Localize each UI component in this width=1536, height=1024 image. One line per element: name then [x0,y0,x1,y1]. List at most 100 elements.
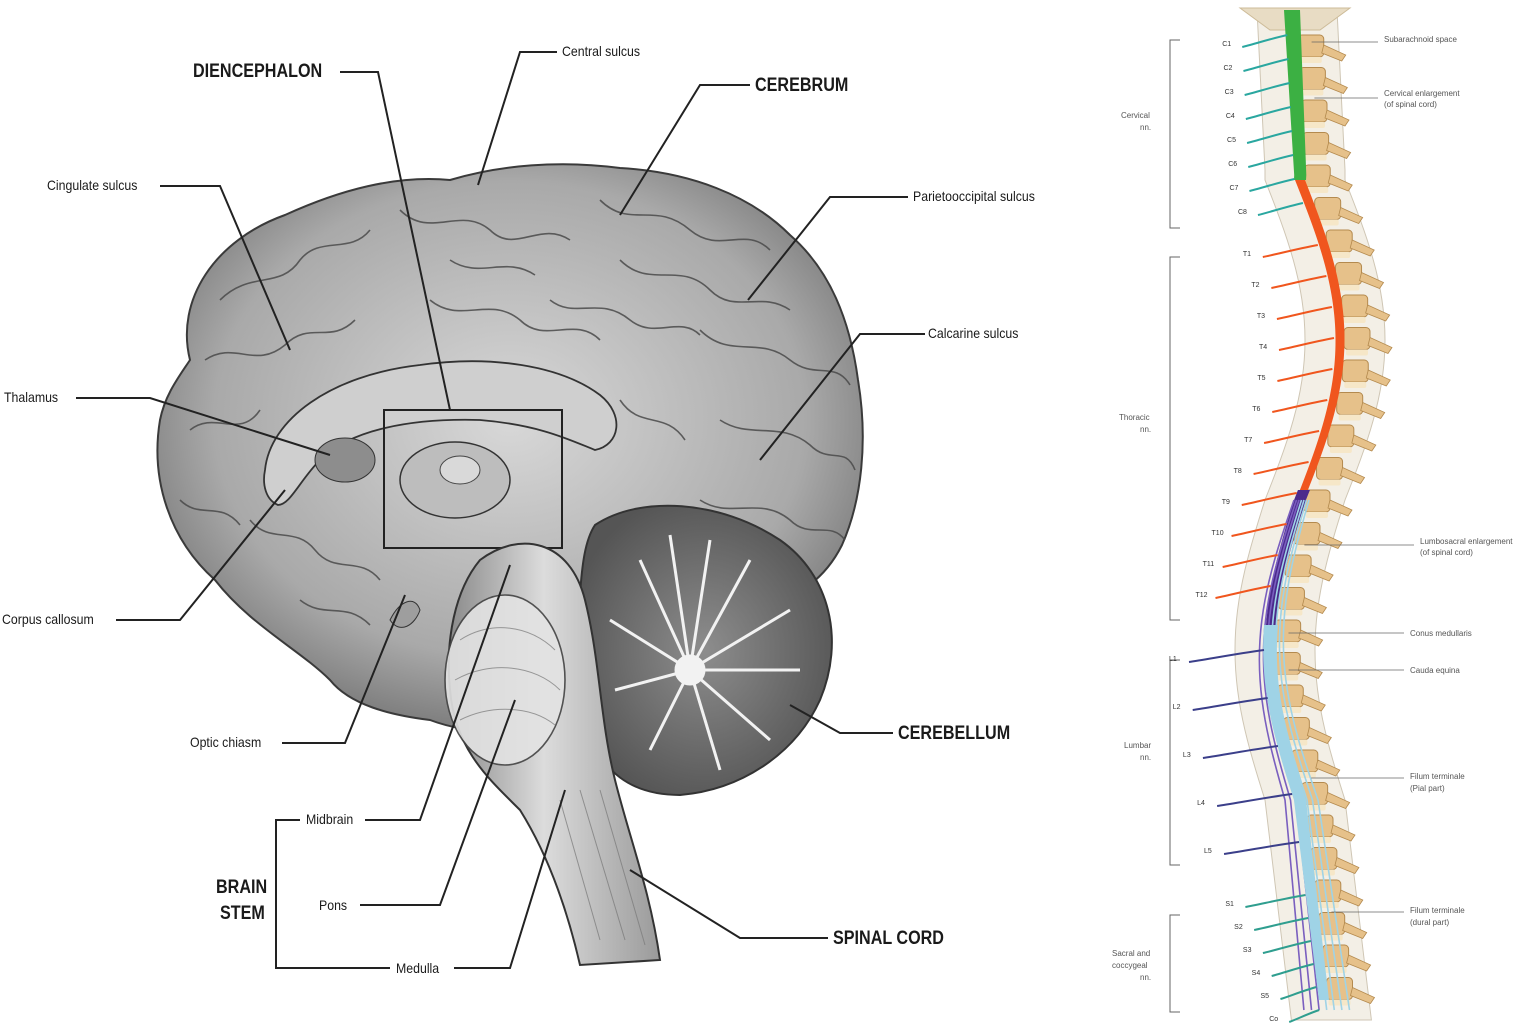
bracket-thoracic [1169,256,1180,621]
label-cingulate-sulcus: Cingulate sulcus [47,177,138,193]
spinous-process-18 [1301,596,1328,614]
disc-3 [1303,122,1325,128]
nerve-T9 [1241,492,1297,506]
vertebra-13 [1327,424,1355,448]
nerve-label-s5: S5 [1260,993,1269,1000]
spinous-process-13 [1351,434,1377,452]
nerve-S3 [1262,940,1312,954]
cauda-equina-strand-1 [1258,499,1305,1011]
spinous-process-9 [1365,304,1391,322]
label-medulla: Medulla [396,960,440,976]
nerve-label-t8: T8 [1233,468,1242,475]
vertebra-2 [1298,67,1326,90]
label-filum-dural-line2: (dural part) [1410,918,1450,927]
group-sacral-line2: coccygeal [1112,961,1148,970]
nerve-L3 [1202,745,1279,759]
label-filum-pial-line2: (Pial part) [1410,784,1445,793]
disc-30 [1328,999,1351,1006]
disc-5 [1306,187,1329,193]
disc-4 [1304,154,1327,161]
leader-lines [76,51,925,969]
spinous-process-15 [1327,499,1353,517]
disc-22 [1285,739,1308,746]
cauda-equina-strand-7 [1282,499,1351,1011]
disc-13 [1329,447,1352,453]
nerve-label-c3: C3 [1224,89,1234,96]
label-spinal-cord: SPINAL CORD [833,928,944,949]
gyri-pattern [179,199,856,626]
nerve-label-t4: T4 [1258,344,1268,351]
label-diencephalon: DIENCEPHALON [193,61,323,82]
cauda-equina-strand-5 [1274,499,1336,1011]
disc-6 [1316,219,1339,226]
vertebra-8 [1335,262,1363,285]
nerve-S4 [1271,963,1314,977]
vertebra-4 [1302,132,1330,155]
label-lumbosacral-enlargement-line2: (of spinal cord) [1420,548,1473,557]
spinous-process-12 [1360,401,1386,419]
nerve-C8 [1257,202,1304,216]
nerve-label-t1: T1 [1242,251,1251,258]
nerve-label-s4: S4 [1251,970,1261,977]
vertebra-14 [1316,457,1344,480]
disc-7 [1328,252,1351,258]
nerve-C5 [1246,130,1293,144]
nerve-label-t3: T3 [1256,313,1266,320]
nerve-label-c2: C2 [1223,65,1233,72]
bracket-cervical [1169,39,1180,229]
arbor-vitae [609,534,800,771]
spinous-process-2 [1322,76,1348,94]
group-thoracic-line1: Thoracic [1119,413,1150,422]
nerve-label-l3: L3 [1182,752,1191,759]
label-optic-chiasm: Optic chiasm [190,734,262,750]
spinous-process-11 [1365,369,1391,387]
group-sacral-line1: Sacral and [1112,949,1151,958]
disc-16 [1295,544,1318,551]
spinous-process-14 [1340,466,1366,484]
label-cervical-enlargement-line2: (of spinal cord) [1384,100,1437,109]
bracket-lumbar [1169,659,1180,866]
spinous-process-21 [1300,694,1326,712]
spinous-process-6 [1338,206,1364,224]
nerve-T4 [1278,337,1335,351]
disc-25 [1309,837,1331,843]
vertebra-9 [1341,294,1369,318]
nerve-label-s2: S2 [1234,924,1243,931]
nerve-C7 [1249,178,1295,192]
vertebra-10 [1343,327,1371,350]
label-conus-medullaris: Conus medullaris [1410,629,1472,638]
nerve-C6 [1248,154,1294,168]
label-filum-pial-line1: Filum terminale [1410,772,1465,781]
disc-1 [1299,57,1322,63]
bracket-sacral [1169,914,1180,1013]
thoracic-cord-segment [1295,180,1345,490]
group-lumbar-line2: nn. [1140,753,1152,762]
disc-17 [1287,577,1310,583]
cauda-equina-strand-6 [1278,499,1343,1011]
spinous-process-23 [1315,759,1341,777]
nerve-T8 [1253,461,1309,475]
vertebra-7 [1325,229,1353,253]
nerve-L1 [1188,649,1265,663]
spinous-process-16 [1317,531,1343,549]
nerve-label-l5: L5 [1204,848,1212,855]
nerve-S5 [1280,986,1317,1000]
spinous-process-28 [1342,921,1368,939]
disc-2 [1301,89,1324,96]
spinous-process-1 [1321,44,1347,62]
nerve-L2 [1192,697,1268,711]
label-subarachnoid-space: Subarachnoid space [1384,35,1457,44]
vertebra-19 [1274,619,1302,643]
spinous-process-19 [1298,629,1324,647]
vertebra-11 [1341,359,1369,383]
label-parietooccipital-sulcus: Parietooccipital sulcus [913,188,1035,204]
spinous-process-29 [1346,954,1372,972]
nerve-T12 [1215,585,1271,599]
nerve-S1 [1245,894,1306,908]
vertebra-12 [1336,392,1364,415]
disc-12 [1338,414,1361,421]
nerve-L4 [1216,793,1293,807]
nerve-T2 [1271,275,1327,289]
label-lumbosacral-enlargement-line1: Lumbosacral enlargement [1420,537,1513,546]
